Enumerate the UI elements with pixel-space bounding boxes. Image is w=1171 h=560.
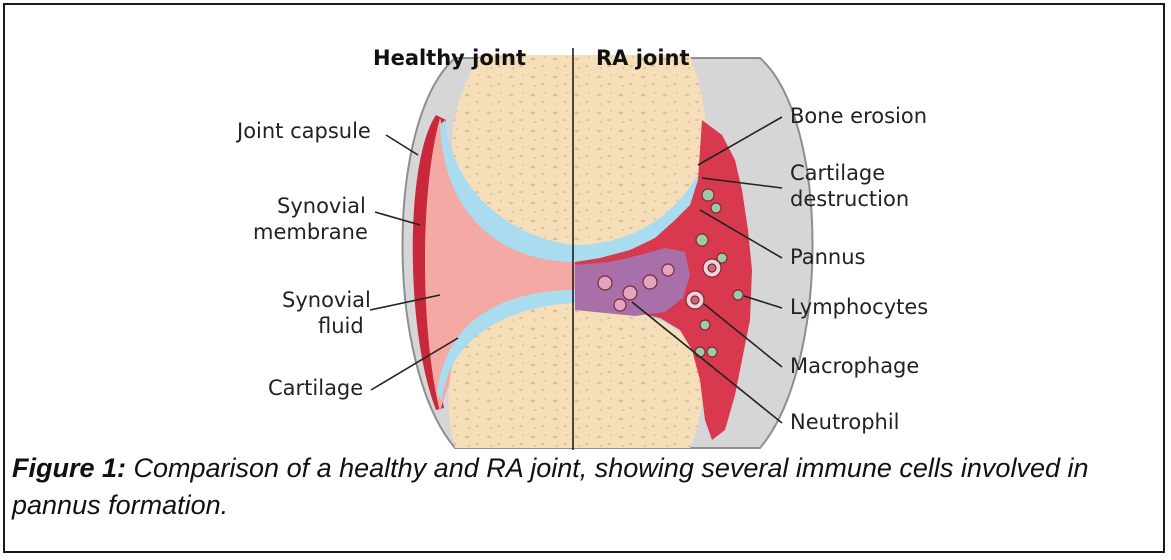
- label-synovial-fluid-2: fluid: [318, 314, 364, 338]
- figure-caption: Figure 1: Comparison of a healthy and RA…: [12, 450, 1142, 524]
- ra-joint-title: RA joint: [596, 46, 690, 70]
- label-lymphocytes: Lymphocytes: [790, 295, 928, 319]
- label-synovial-membrane-2: membrane: [253, 220, 368, 244]
- label-pannus: Pannus: [790, 245, 865, 269]
- healthy-joint-title: Healthy joint: [373, 46, 526, 70]
- label-synovial-fluid-1: Synovial: [282, 288, 371, 312]
- caption-text: Comparison of a healthy and RA joint, sh…: [12, 453, 1089, 520]
- label-bone-erosion: Bone erosion: [790, 104, 927, 128]
- label-joint-capsule: Joint capsule: [235, 119, 371, 143]
- label-cartilage-destruction-2: destruction: [790, 187, 909, 211]
- label-cartilage: Cartilage: [268, 376, 363, 400]
- label-cartilage-destruction-1: Cartilage: [790, 161, 885, 185]
- label-synovial-membrane-1: Synovial: [277, 194, 366, 218]
- joint-diagram: Healthy joint RA joint Joint capsule Syn…: [0, 0, 1171, 450]
- label-neutrophil: Neutrophil: [790, 410, 900, 434]
- label-macrophage: Macrophage: [790, 354, 919, 378]
- caption-label: Figure 1:: [12, 453, 126, 483]
